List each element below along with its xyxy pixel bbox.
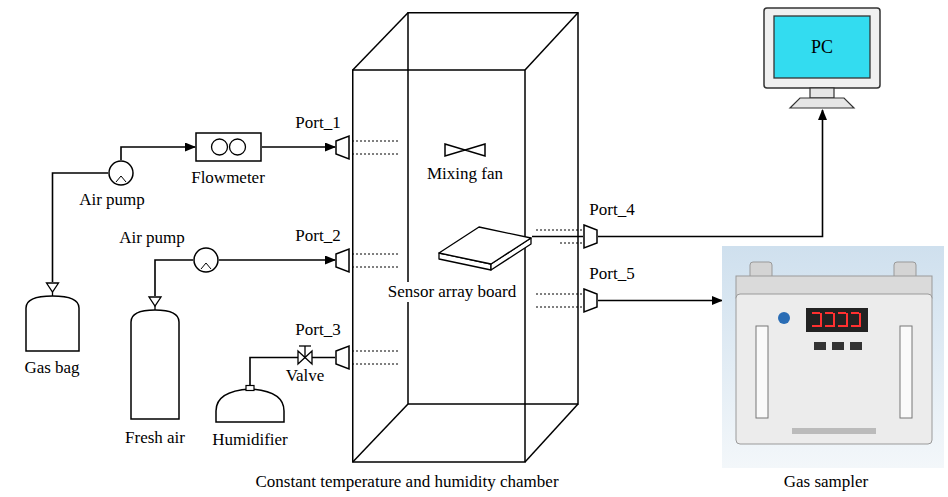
port-flange: Port_3 — [335, 345, 350, 370]
node-label: Air pump — [119, 228, 185, 248]
part-label: Mixing fan — [425, 164, 505, 184]
port-flange: Port_1 — [335, 135, 350, 160]
port-flange-outline — [583, 224, 598, 249]
air-pump-outline — [108, 160, 134, 186]
computer-monitor-outline — [760, 6, 885, 110]
node-label: Flowmeter — [191, 168, 265, 188]
gas-sampler: Gas sampler — [722, 246, 944, 468]
air-pump: Air pump — [108, 160, 134, 186]
port-flange-outline — [335, 135, 350, 160]
flow-line — [121, 147, 195, 160]
flowmeter-outline — [195, 132, 262, 162]
gas-cylinder-outline — [25, 282, 80, 352]
gas-cylinder: Gas bag — [25, 282, 80, 352]
sensor-board: Sensor array board — [438, 226, 532, 272]
humidifier: Humidifier — [215, 385, 285, 423]
flow-line — [532, 236, 583, 238]
air-pump: Air pump — [193, 247, 219, 273]
node-label: Sensor array board — [386, 282, 518, 302]
node-label: Humidifier — [212, 430, 288, 450]
air-cylinder: Fresh air — [130, 296, 180, 420]
node-label: Port_2 — [295, 226, 340, 246]
port-flange-outline — [335, 345, 350, 370]
air-pump-outline — [193, 247, 219, 273]
flow-line — [155, 260, 193, 296]
port-flange-outline — [583, 288, 598, 313]
screen-label: PC — [774, 16, 870, 78]
port-dotted-lines — [352, 141, 583, 364]
node-label: Port_3 — [295, 320, 340, 340]
gas-sampler-outline — [722, 246, 944, 468]
valve-symbol — [298, 346, 312, 364]
node-label: Port_1 — [295, 113, 340, 133]
air-cylinder-outline — [130, 296, 180, 420]
mixing-fan-symbol — [445, 144, 485, 156]
flow-line — [219, 259, 335, 261]
computer-monitor: PC — [760, 6, 885, 110]
flow-line — [262, 146, 335, 148]
port-flange-outline — [335, 248, 350, 273]
port-flange: Port_5 — [583, 288, 598, 313]
node-label: Fresh air — [125, 428, 185, 448]
node-label: Port_5 — [589, 264, 634, 284]
test-chamber: Constant temperature and humidity chambe… — [352, 12, 579, 463]
node-label: Port_4 — [589, 200, 634, 220]
flowmeter: Flowmeter — [195, 132, 262, 162]
node-label: Constant temperature and humidity chambe… — [255, 472, 558, 492]
node-label: Gas bag — [24, 358, 79, 378]
part-label: Valve — [284, 366, 327, 386]
flow-line — [53, 173, 109, 282]
node-label: Air pump — [79, 190, 145, 210]
port-flange: Port_2 — [335, 248, 350, 273]
flow-line — [250, 358, 335, 386]
humidifier-outline — [215, 385, 285, 423]
sensor-board-outline — [438, 226, 532, 272]
port-flange: Port_4 — [583, 224, 598, 249]
flow-line — [598, 300, 722, 302]
node-label: Gas sampler — [784, 472, 869, 492]
